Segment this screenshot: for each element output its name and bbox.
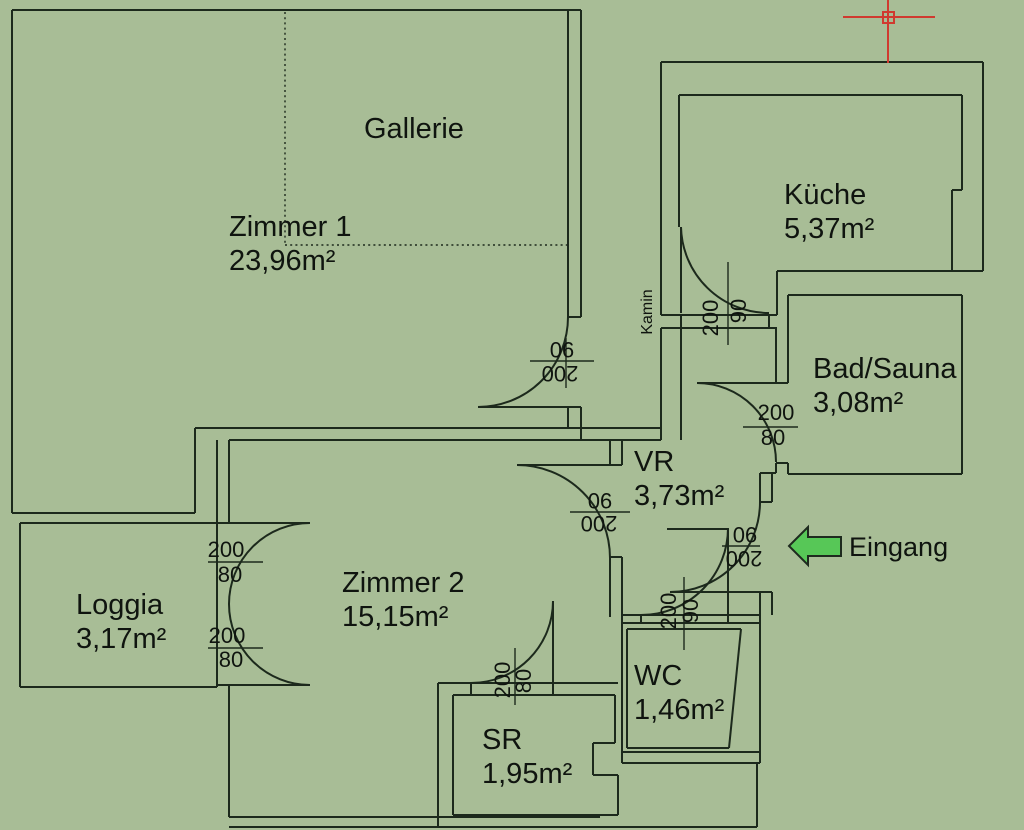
entrance-arrow-icon [787, 524, 842, 568]
room-label-vr: VR 3,73m² [634, 445, 724, 513]
room-area: 3,08m² [813, 387, 904, 419]
room-area: 1,46m² [634, 694, 725, 726]
dim-wc-door-height: 200 [656, 592, 681, 630]
dim-wc-door-width: 90 [678, 598, 703, 624]
dim-vr-door-height: 200 [580, 511, 618, 536]
room-area: 23,96m² [229, 245, 336, 277]
room-name: Zimmer 2 [342, 567, 465, 599]
room-name: Bad/Sauna [813, 353, 957, 385]
room-name: Küche [784, 179, 867, 211]
gallery-boundary-dashed [284, 12, 568, 246]
dim-bad-door-width: 80 [760, 425, 786, 450]
room-name: SR [482, 724, 523, 756]
dim-loggia-upper-door-width: 80 [217, 562, 243, 587]
dimension-lines [208, 262, 798, 705]
room-name: Loggia [76, 589, 164, 621]
crosshair-marker-icon [843, 0, 935, 63]
dim-vr-door-width: 90 [587, 488, 613, 513]
dim-loggia-lower-door-height: 200 [208, 623, 246, 648]
room-area: 15,15m² [342, 601, 449, 633]
dim-entrance-door-height: 200 [725, 546, 763, 571]
room-label-bad-sauna: Bad/Sauna 3,08m² [813, 352, 957, 420]
dim-kueche-door-width: 90 [726, 298, 751, 324]
gallery-label: Gallerie [364, 113, 464, 145]
room-label-zimmer1: Zimmer 1 23,96m² [229, 210, 351, 278]
dim-kueche-door-height: 200 [698, 299, 723, 337]
dim-loggia-lower-door-width: 80 [218, 647, 244, 672]
room-area: 3,73m² [634, 480, 725, 512]
floor-plan-walls [11, 9, 984, 828]
entrance-label: Eingang [849, 532, 949, 562]
dim-entrance-door-width: 90 [732, 522, 758, 547]
dim-bad-door-height: 200 [757, 400, 795, 425]
room-label-wc: WC 1,46m² [634, 659, 724, 727]
room-area: 3,17m² [76, 623, 167, 655]
room-label-sr: SR 1,95m² [482, 723, 572, 791]
room-name: Zimmer 1 [229, 211, 352, 243]
room-area: 1,95m² [482, 758, 573, 790]
chimney-label: Kamin [639, 289, 656, 335]
room-label-zimmer2: Zimmer 2 15,15m² [342, 566, 464, 634]
room-name: VR [634, 446, 675, 478]
room-label-loggia: Loggia 3,17m² [76, 588, 166, 656]
dim-loggia-upper-door-height: 200 [207, 537, 245, 562]
dim-sr-door-width: 80 [511, 668, 536, 694]
room-name: WC [634, 660, 683, 692]
dim-zimmer1-door-width: 90 [549, 337, 575, 362]
dim-zimmer1-door-height: 200 [541, 361, 579, 386]
room-area: 5,37m² [784, 213, 875, 245]
room-label-kueche: Küche 5,37m² [784, 178, 874, 246]
